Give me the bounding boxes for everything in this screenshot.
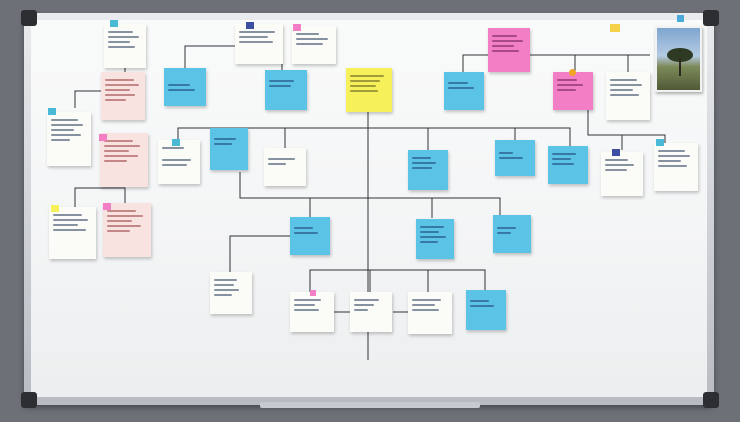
color-tab <box>610 24 620 32</box>
magnet-pin <box>569 69 576 76</box>
color-tab <box>293 24 301 31</box>
color-tab <box>246 22 254 29</box>
landscape-photo <box>655 26 702 92</box>
connector-line <box>462 54 650 72</box>
connector-line <box>177 127 571 148</box>
color-tab <box>48 108 56 115</box>
sticky-note <box>444 72 484 110</box>
color-tab <box>612 149 620 156</box>
sticky-note <box>350 292 392 332</box>
sticky-note <box>654 143 698 191</box>
sticky-note <box>158 140 200 184</box>
frame-corner-bottom-right <box>703 392 719 408</box>
sticky-note <box>416 219 454 259</box>
sticky-note <box>235 24 283 64</box>
color-tab <box>103 203 111 210</box>
sticky-note <box>408 292 452 334</box>
connector-line <box>74 187 126 207</box>
color-tab <box>310 290 316 296</box>
connector-line <box>309 269 486 292</box>
frame-corner-top-right <box>703 10 719 26</box>
sticky-note <box>553 72 593 110</box>
sticky-note <box>210 272 252 314</box>
sticky-note <box>408 150 448 190</box>
sticky-note <box>495 140 535 176</box>
sticky-note <box>466 290 506 330</box>
tree-icon <box>667 48 693 62</box>
sticky-note <box>164 68 206 106</box>
sticky-note <box>290 217 330 255</box>
connector-line <box>74 90 110 108</box>
sticky-note <box>101 72 145 120</box>
sticky-note <box>49 207 96 259</box>
color-tab <box>172 139 180 146</box>
connector-line <box>184 45 250 70</box>
sticky-note <box>493 215 531 253</box>
color-tab <box>656 139 664 146</box>
sticky-note <box>265 70 307 110</box>
connector-line <box>239 172 501 215</box>
color-tab <box>51 205 59 212</box>
color-tab <box>99 134 107 141</box>
sticky-note <box>103 203 151 257</box>
sticky-note <box>210 128 248 170</box>
sticky-note <box>104 24 146 68</box>
sticky-note <box>100 133 148 187</box>
sticky-note <box>346 68 392 112</box>
marker-tray <box>260 402 480 408</box>
sticky-note <box>601 152 643 196</box>
sticky-note <box>264 148 306 186</box>
blue-magnet <box>677 15 684 22</box>
connector-line <box>229 235 290 273</box>
sticky-note <box>47 112 91 166</box>
sticky-note <box>292 26 336 64</box>
sticky-note <box>290 292 334 332</box>
sticky-note <box>606 72 650 120</box>
frame-corner-bottom-left <box>21 392 37 408</box>
connector-line <box>587 110 666 148</box>
sticky-note <box>548 146 588 184</box>
sticky-note <box>488 28 530 72</box>
color-tab <box>110 20 118 27</box>
frame-corner-top-left <box>21 10 37 26</box>
